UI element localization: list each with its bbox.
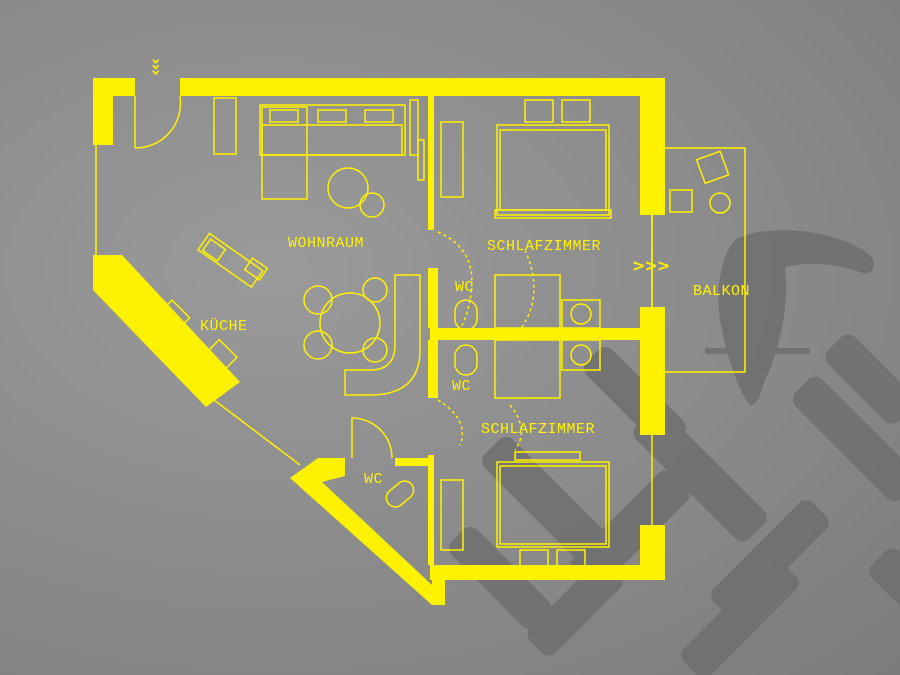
wardrobe-2 bbox=[440, 479, 464, 551]
wall-bottom-left bbox=[290, 458, 445, 605]
wall-wc-left-bottom bbox=[428, 340, 438, 398]
dining-table bbox=[319, 292, 381, 354]
perch bbox=[705, 348, 810, 354]
room-label-balkon: BALKON bbox=[693, 283, 751, 300]
entrance-door bbox=[134, 95, 182, 149]
wc-3-door bbox=[351, 417, 393, 459]
balcony-access-marker: >>> bbox=[632, 256, 670, 275]
room-label-wc-1: WC bbox=[455, 279, 475, 296]
logo-letter-shapes bbox=[448, 334, 900, 675]
curved-wall bbox=[344, 274, 421, 396]
wall-bottom bbox=[430, 565, 665, 580]
plan-lines bbox=[95, 95, 746, 569]
wc-1-shower bbox=[494, 274, 561, 329]
wall-wc-divider bbox=[430, 328, 640, 340]
room-label-schlafzimmer-1: SCHLAFZIMMER bbox=[487, 238, 602, 255]
room-label-kueche: KÜCHE bbox=[200, 318, 248, 335]
room-label-wohnraum: WOHNRAUM bbox=[288, 235, 365, 252]
room-label-wc-2: WC bbox=[452, 378, 472, 395]
wall-left-top bbox=[93, 78, 113, 145]
wall-wc-top bbox=[395, 458, 433, 466]
bed-2 bbox=[496, 461, 610, 548]
wall-kitchen bbox=[93, 255, 240, 407]
sofa bbox=[259, 104, 406, 156]
wc-2-shower bbox=[494, 339, 561, 399]
wall-top bbox=[180, 78, 665, 96]
bed-1 bbox=[496, 124, 610, 216]
wardrobe-1 bbox=[440, 121, 464, 198]
kitchen-table bbox=[197, 232, 264, 289]
entrance-marker: ››› bbox=[147, 58, 166, 75]
stove bbox=[202, 338, 239, 375]
wall-interior-bottom bbox=[428, 455, 434, 565]
toucan-icon bbox=[718, 230, 874, 405]
wall-interior-top bbox=[428, 96, 434, 230]
coffee-table bbox=[327, 167, 369, 209]
room-label-wc-3: WC bbox=[364, 471, 384, 488]
balcony-outline bbox=[651, 147, 746, 373]
room-label-schlafzimmer-2: SCHLAFZIMMER bbox=[481, 421, 596, 438]
shelf bbox=[213, 97, 237, 155]
wall-wc-left-top bbox=[428, 268, 438, 328]
